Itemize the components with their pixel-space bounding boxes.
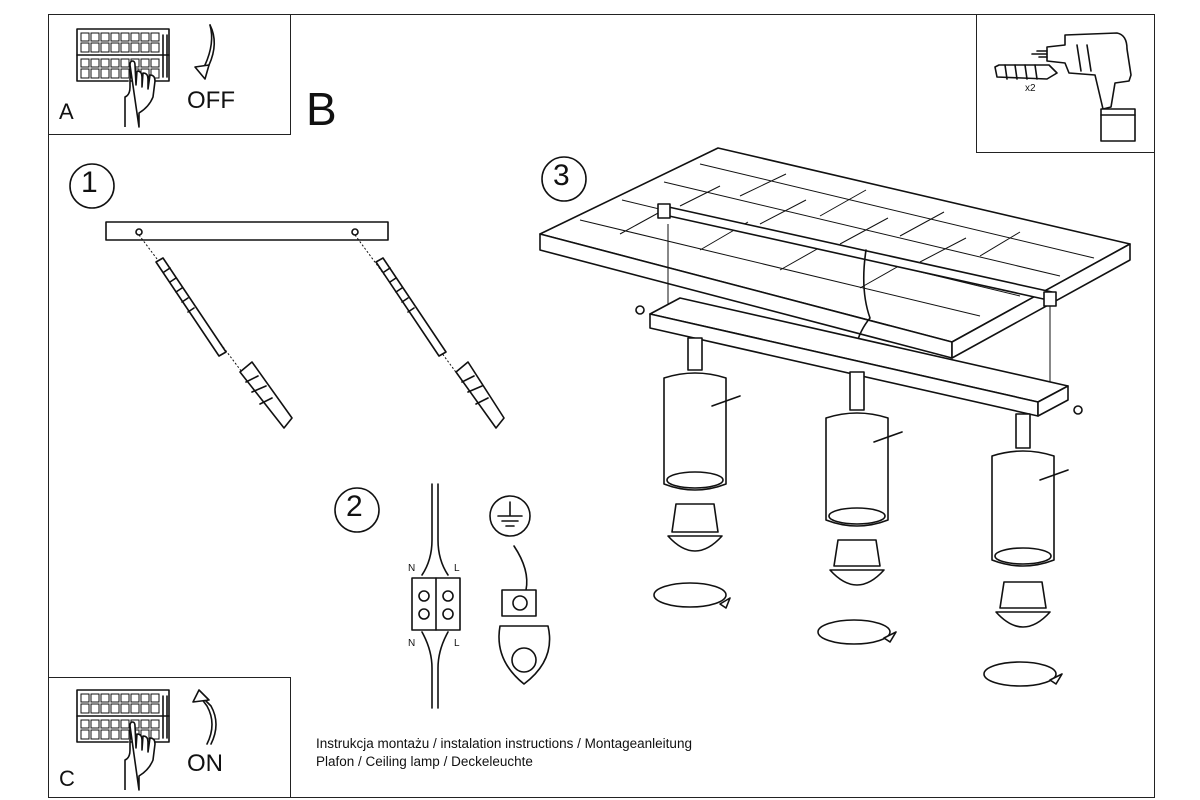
breaker-panel-icon bbox=[76, 24, 216, 128]
neutral-label-top: N bbox=[408, 563, 416, 574]
tools-panel: x2 bbox=[976, 14, 1155, 153]
off-label: OFF bbox=[187, 87, 235, 114]
caption-line-1: Instrukcja montażu / instalation instruc… bbox=[316, 736, 692, 751]
panel-b-letter: B bbox=[306, 83, 337, 135]
on-label: ON bbox=[187, 750, 223, 777]
curved-arrow-up-icon bbox=[200, 697, 213, 745]
step-3-number: 3 bbox=[553, 159, 570, 192]
drill-icon bbox=[1031, 32, 1136, 142]
neutral-label-bottom: N bbox=[408, 638, 416, 649]
panel-c-letter: C bbox=[59, 766, 75, 791]
step-1-number: 1 bbox=[81, 166, 98, 199]
hand-icon bbox=[124, 721, 156, 791]
panel-a-power-off: A OFF bbox=[48, 14, 291, 135]
step-2-number: 2 bbox=[346, 490, 363, 523]
breaker-panel-icon bbox=[76, 689, 217, 791]
instruction-sheet-frame bbox=[48, 14, 1155, 798]
quantity-label: x2 bbox=[1025, 83, 1036, 94]
wall-plug-icon bbox=[994, 64, 1058, 80]
panel-c-power-on: C ON bbox=[48, 677, 291, 798]
hand-icon bbox=[124, 60, 156, 128]
live-label-bottom: L bbox=[454, 638, 460, 649]
live-label-top: L bbox=[454, 563, 460, 574]
caption-line-2: Plafon / Ceiling lamp / Deckeleuchte bbox=[316, 754, 533, 769]
panel-a-letter: A bbox=[59, 99, 74, 124]
